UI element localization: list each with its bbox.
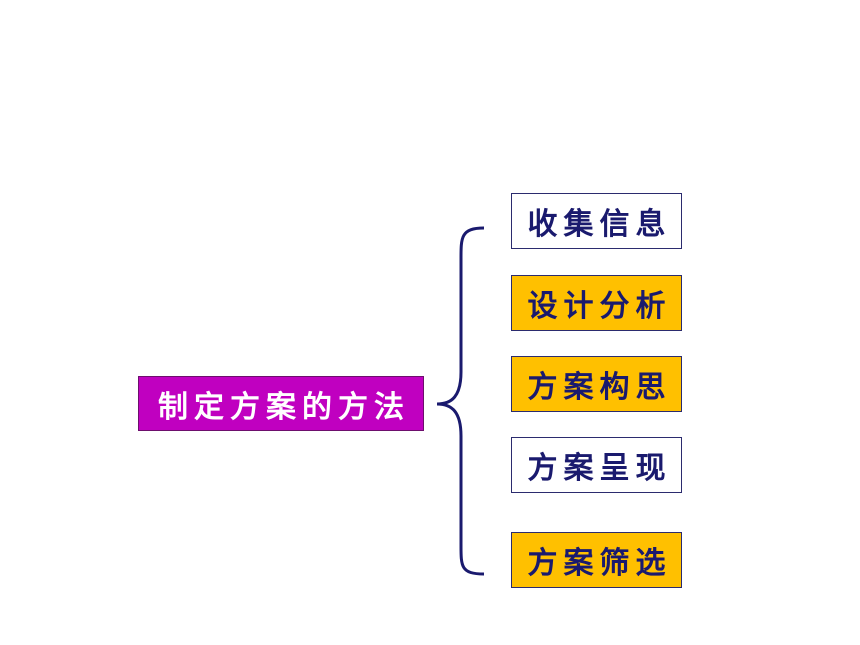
branch-node-5: 方案筛选 [511,532,682,588]
branch-node-1: 收集信息 [511,193,682,249]
branch-node-2: 设计分析 [511,275,682,331]
branch-node-3: 方案构思 [511,356,682,412]
branch-node-4: 方案呈现 [511,437,682,493]
root-node: 制定方案的方法 [138,376,424,431]
brace-path [436,226,485,576]
